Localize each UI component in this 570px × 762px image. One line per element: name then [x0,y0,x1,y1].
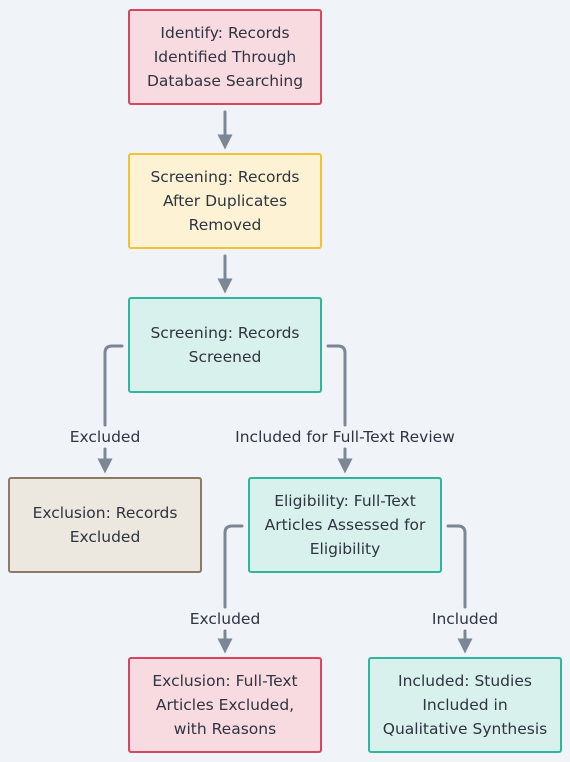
node-screening-duplicates: Screening: Records After Duplicates Remo… [128,153,322,249]
edge-screened-to-eligibility [326,344,347,427]
node-screening-screened: Screening: Records Screened [128,297,322,393]
node-screening-screened-label: Screening: Records Screened [150,324,300,366]
node-exclusion-fulltext: Exclusion: Full-Text Articles Excluded, … [128,657,322,753]
edge-screened-to-exclusion [103,344,124,427]
node-identify: Identify: Records Identified Through Dat… [128,9,322,105]
edge-eligibility-to-included [446,524,467,609]
node-eligibility-label: Eligibility: Full-Text Articles Assessed… [264,492,426,558]
edge-eligibility-to-exclusion [223,524,244,609]
edge-label-eligibility-excluded: Excluded [189,610,261,628]
node-exclusion-records-label: Exclusion: Records Excluded [32,504,178,546]
node-screening-duplicates-label: Screening: Records After Duplicates Remo… [150,168,300,234]
node-included-studies-label: Included: Studies Included in Qualitativ… [382,672,548,738]
node-exclusion-records: Exclusion: Records Excluded [8,477,202,573]
edge-label-screened-included: Included for Full-Text Review [235,428,455,446]
node-exclusion-fulltext-label: Exclusion: Full-Text Articles Excluded, … [152,672,298,738]
node-eligibility: Eligibility: Full-Text Articles Assessed… [248,477,442,573]
edge-label-screened-excluded: Excluded [69,428,141,446]
node-identify-label: Identify: Records Identified Through Dat… [146,24,304,90]
edge-label-eligibility-included: Included [431,610,499,628]
node-included-studies: Included: Studies Included in Qualitativ… [368,657,562,753]
